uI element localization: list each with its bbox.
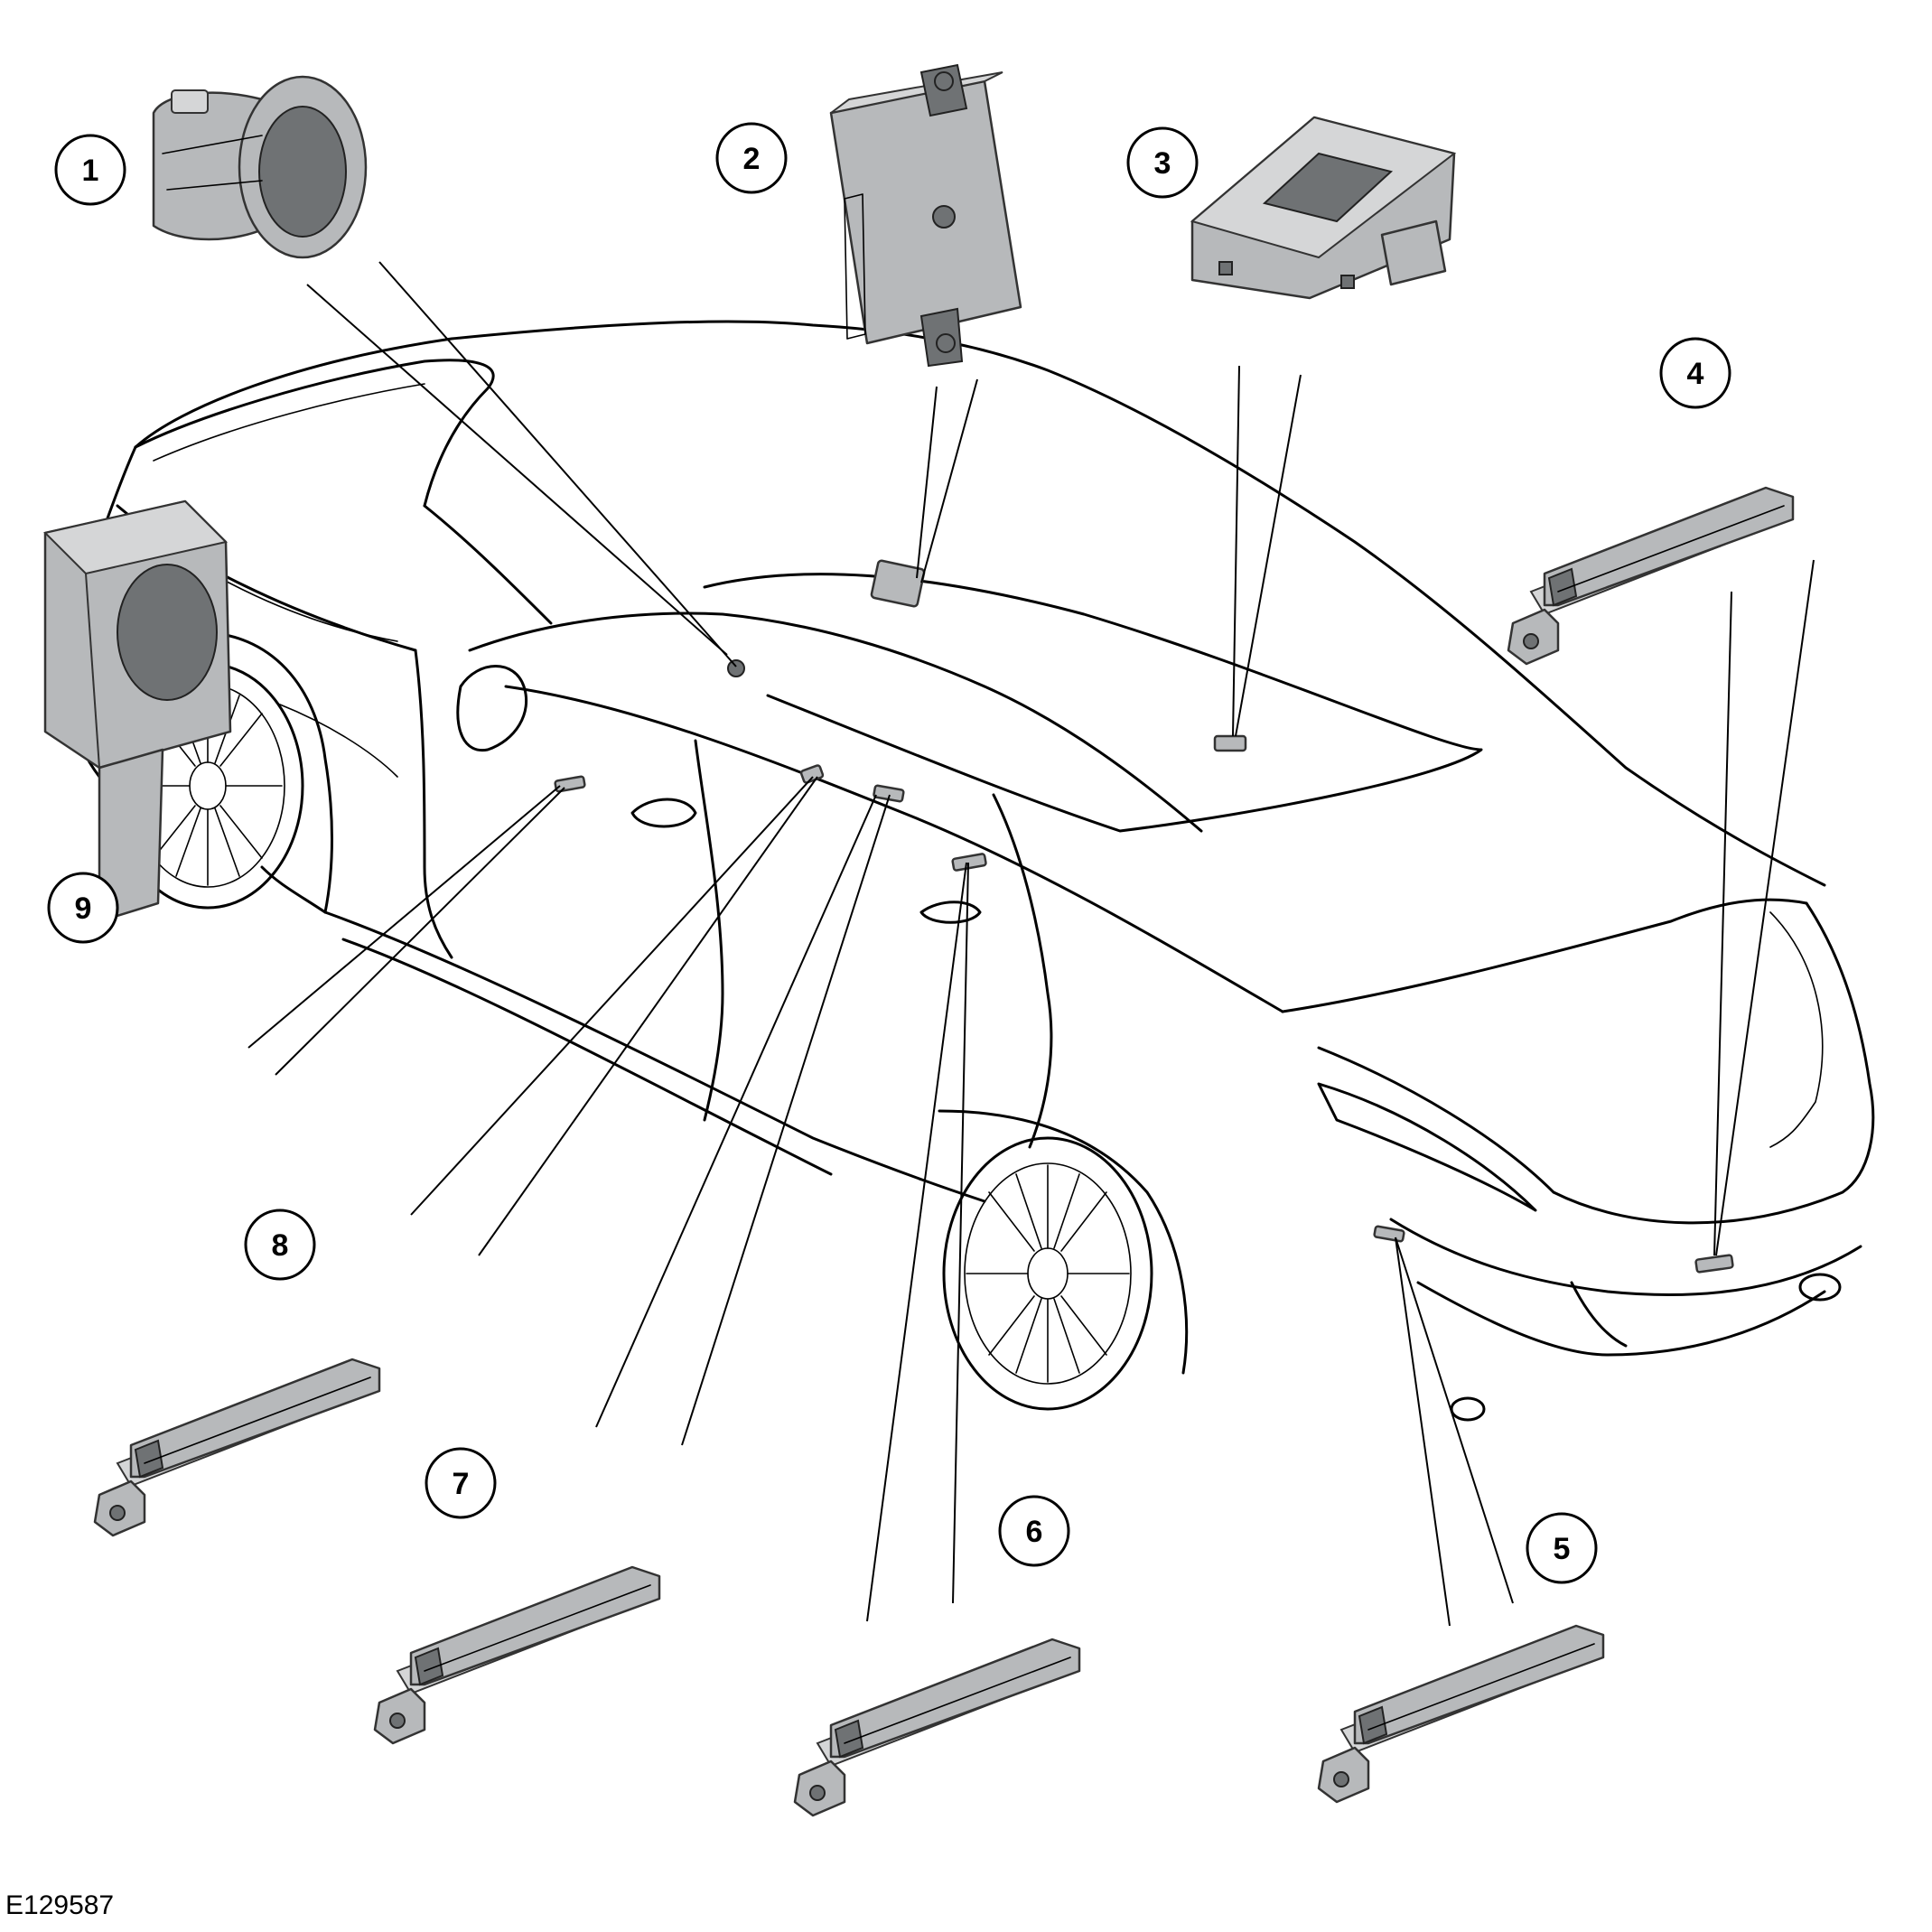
antenna-5-installed — [1373, 1225, 1405, 1243]
part-6-antenna — [793, 1638, 1081, 1817]
antenna-8-installed — [554, 775, 586, 793]
callout-3-number: 3 — [1154, 146, 1171, 181]
callout-9-number: 9 — [75, 891, 92, 926]
part-4-antenna — [1507, 486, 1795, 666]
antenna-6-installed — [951, 853, 987, 872]
rear-wheel-spokes — [966, 1164, 1130, 1383]
part-9-sensor — [43, 499, 232, 923]
callout-3: 3 — [1126, 126, 1199, 199]
vehicle-installed-parts — [554, 559, 1734, 1274]
vehicle-outline — [69, 320, 1875, 1422]
part-7-antenna — [373, 1565, 661, 1745]
callout-7: 7 — [425, 1447, 497, 1519]
callout-4-number: 4 — [1687, 357, 1704, 391]
callout-2: 2 — [715, 122, 788, 194]
leader-lines — [247, 261, 1815, 1627]
callout-9: 9 — [47, 872, 119, 944]
part-2-control-module — [829, 63, 1022, 368]
part-8-antenna — [93, 1358, 381, 1537]
module-2-installed — [870, 559, 926, 608]
switch-1-installed — [727, 659, 745, 677]
callout-8-number: 8 — [272, 1228, 289, 1263]
antenna-4-installed — [1694, 1254, 1734, 1274]
callout-5: 5 — [1526, 1512, 1598, 1584]
part-5-antenna — [1317, 1624, 1605, 1804]
callout-5-number: 5 — [1554, 1532, 1571, 1566]
figure-reference-id: E129587 — [5, 1890, 115, 1920]
part-3-receiver-module — [1190, 116, 1457, 300]
part-1-start-switch — [152, 75, 368, 259]
callout-7-number: 7 — [453, 1467, 470, 1501]
callout-1-number: 1 — [82, 154, 99, 188]
callout-6: 6 — [998, 1495, 1070, 1567]
callout-2-number: 2 — [743, 142, 761, 176]
callout-6-number: 6 — [1026, 1515, 1043, 1549]
callout-8: 8 — [244, 1209, 316, 1281]
module-3-installed — [1213, 734, 1247, 752]
callout-4: 4 — [1659, 337, 1731, 409]
callout-1: 1 — [54, 134, 126, 206]
